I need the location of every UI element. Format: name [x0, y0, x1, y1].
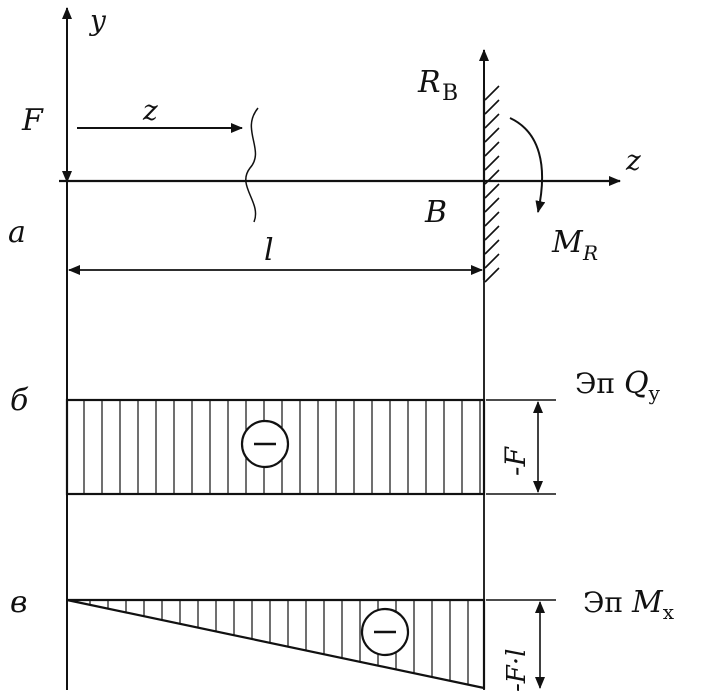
z-axis-label: z: [625, 144, 641, 177]
moment-value-label: -F·l: [502, 649, 532, 692]
y-axis-label: y: [88, 4, 107, 37]
part-a-label: а: [8, 215, 26, 250]
shear-diagram: [65, 398, 486, 496]
part-b-label: б: [10, 383, 29, 418]
reaction-subscript: B: [442, 81, 458, 106]
moment-diagram: [66, 598, 486, 690]
shear-value-label: -F: [499, 446, 532, 476]
shear-dimension: [486, 399, 556, 495]
point-b-label: B: [424, 195, 447, 230]
fixed-support: [482, 85, 500, 283]
reaction-label: R: [417, 65, 441, 100]
z-coordinate-label: z: [142, 94, 158, 127]
length-label: l: [264, 233, 274, 268]
moment-diagram-title: Эп Mx: [583, 585, 675, 624]
force-label: F: [21, 103, 44, 138]
moment-subscript: R: [582, 241, 598, 265]
moment-label: M: [551, 225, 584, 260]
part-c-label: в: [10, 585, 27, 620]
shear-diagram-title: Эп Qy: [575, 366, 661, 405]
moment-arrow: [509, 117, 546, 213]
section-cut-line: [245, 107, 259, 223]
moment-dimension: [486, 599, 556, 689]
